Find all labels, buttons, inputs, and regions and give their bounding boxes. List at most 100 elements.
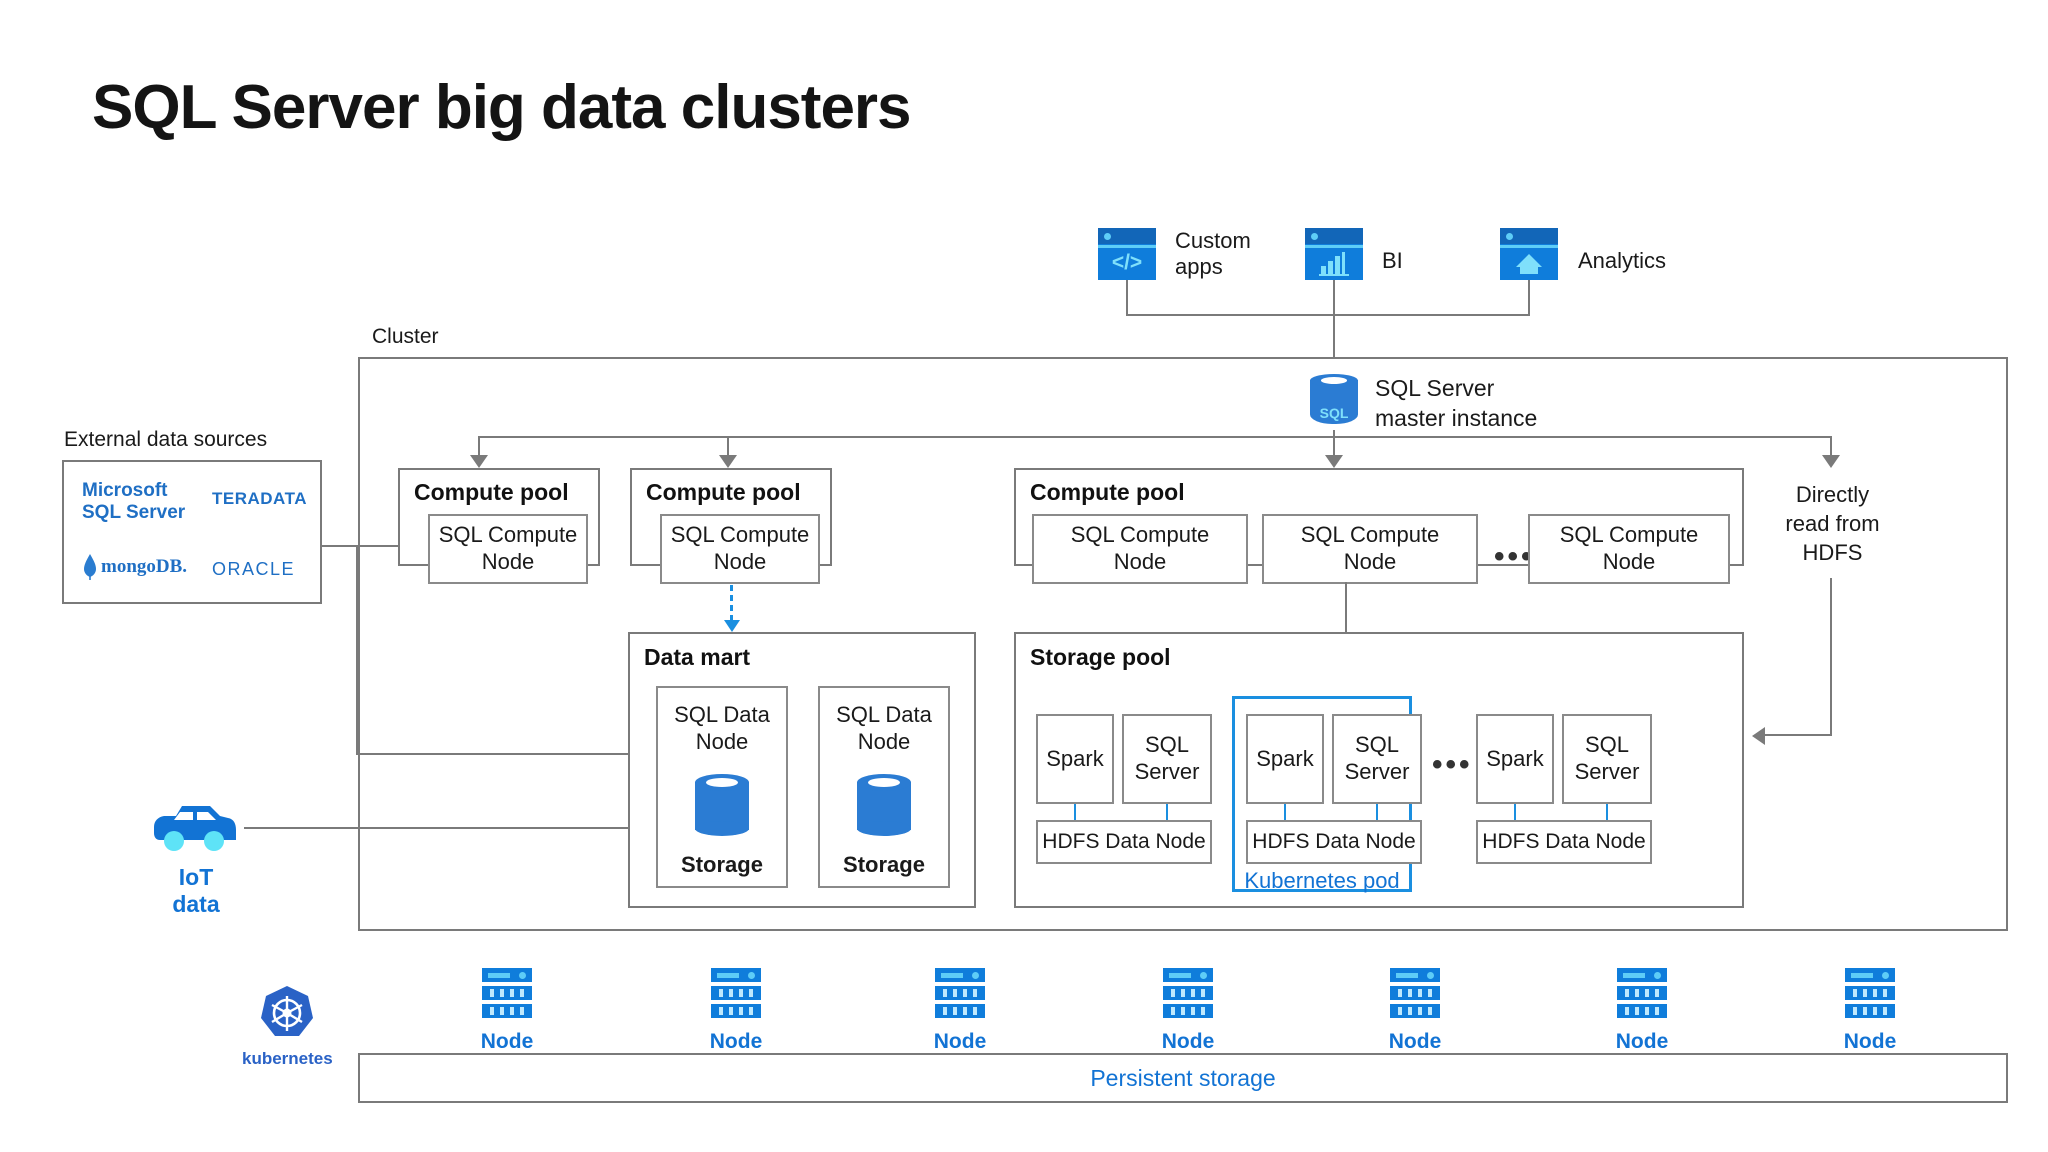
node-label-line1: SQL Compute bbox=[1559, 522, 1699, 548]
mongodb-leaf-icon bbox=[84, 554, 96, 580]
teradata-logo: TERADATA bbox=[212, 489, 307, 508]
iot-data-label: IoT data bbox=[172, 864, 220, 917]
infrastructure-node-2[interactable]: Node bbox=[691, 968, 781, 1054]
storage-group-2-spark[interactable]: Spark bbox=[1246, 714, 1324, 804]
connector-sql2-hdfs bbox=[1376, 804, 1378, 820]
storage-group-1-sqlserver[interactable]: SQL Server bbox=[1122, 714, 1212, 804]
server-rack-icon bbox=[1617, 968, 1667, 1020]
compute-pool-3-node-2[interactable]: SQL Compute Node bbox=[1262, 514, 1478, 584]
storage-group-1-spark[interactable]: Spark bbox=[1036, 714, 1114, 804]
node-label-line2: Node bbox=[713, 549, 767, 574]
connector-sql1-hdfs bbox=[1166, 804, 1168, 820]
external-data-sources-label: External data sources bbox=[64, 428, 268, 451]
arrow-direct-read bbox=[1822, 455, 1840, 468]
sql-master-instance-label: SQL Server master instance bbox=[1375, 374, 1537, 434]
node-label: Node bbox=[1843, 1030, 1897, 1053]
compute-pool-1[interactable]: Compute pool SQL Compute Node bbox=[398, 468, 600, 584]
arrow-compute-pool-1 bbox=[470, 455, 488, 468]
storage-pool-name: Storage pool bbox=[1030, 644, 1171, 670]
spark-label: Spark bbox=[1256, 745, 1314, 771]
server-rack-icon bbox=[1845, 968, 1895, 1020]
consumer-custom-apps[interactable]: </> bbox=[1098, 228, 1156, 280]
node-label-line2: Node bbox=[857, 728, 911, 754]
arrow-compute2-to-datamart bbox=[724, 620, 740, 632]
infrastructure-node-6[interactable]: Node bbox=[1597, 968, 1687, 1054]
microsoft-sql-server-logo: Microsoft SQL Server bbox=[82, 480, 185, 525]
node-label: Node bbox=[1388, 1030, 1442, 1053]
connector-to-compute-pool-2 bbox=[727, 436, 729, 456]
compute-pool-3[interactable]: Compute pool SQL Compute Node SQL Comput… bbox=[1014, 468, 1744, 584]
connector-master-bus bbox=[478, 436, 1830, 438]
mongodb-logo: mongoDB. bbox=[82, 554, 187, 580]
consumer-bi[interactable] bbox=[1305, 228, 1363, 280]
consumer-label-line2: apps bbox=[1175, 254, 1223, 280]
direct-read-line3: HDFS bbox=[1802, 540, 1863, 566]
storage-group-2-sqlserver[interactable]: SQL Server bbox=[1332, 714, 1422, 804]
node-label-line1: SQL Compute bbox=[1070, 522, 1210, 548]
node-label-line2: Node bbox=[695, 728, 749, 754]
code-brackets-glyph: </> bbox=[1111, 251, 1143, 274]
compute-pool-2-node-1[interactable]: SQL Compute Node bbox=[660, 514, 820, 584]
home-glyph bbox=[1500, 246, 1558, 280]
iot-data[interactable]: IoT data bbox=[152, 800, 240, 918]
connector-consumers-bus bbox=[1126, 314, 1530, 316]
kubernetes-logo: kubernetes bbox=[242, 983, 333, 1069]
oracle-logo: ORACLE bbox=[212, 559, 296, 579]
kubernetes-pod-label: Kubernetes pod bbox=[1244, 868, 1400, 893]
arrow-directread-into-storagepool bbox=[1752, 727, 1765, 745]
node-label-line1: SQL Data bbox=[674, 702, 770, 727]
storage-group-3-sqlserver[interactable]: SQL Server bbox=[1562, 714, 1652, 804]
arrow-compute-pool-3 bbox=[1325, 455, 1343, 468]
node-label-line2: Node bbox=[1343, 549, 1397, 574]
connector-to-direct-read bbox=[1830, 436, 1832, 456]
compute-pool-2[interactable]: Compute pool SQL Compute Node bbox=[630, 468, 832, 584]
car-icon bbox=[152, 800, 240, 858]
infrastructure-node-1[interactable]: Node bbox=[462, 968, 552, 1054]
connector-iot-to-datamart bbox=[244, 827, 628, 829]
data-mart[interactable]: Data mart SQL Data Node Storage SQL Data… bbox=[628, 632, 976, 908]
storage-group-2-hdfs[interactable]: HDFS Data Node bbox=[1246, 820, 1422, 864]
bar-chart-icon bbox=[1305, 228, 1363, 280]
server-rack-icon bbox=[711, 968, 761, 1020]
connector-spark3-hdfs bbox=[1514, 804, 1516, 820]
connector-custom-apps-down bbox=[1126, 280, 1128, 316]
sqlserver-line1: SQL bbox=[1354, 732, 1399, 758]
home-svg bbox=[1516, 254, 1542, 274]
page-title: SQL Server big data clusters bbox=[92, 73, 912, 142]
connector-external-to-compute bbox=[322, 545, 408, 547]
hdfs-label: HDFS Data Node bbox=[1252, 830, 1416, 854]
data-mart-node-1-storage-label: Storage bbox=[681, 851, 763, 877]
infrastructure-node-3[interactable]: Node bbox=[915, 968, 1005, 1054]
storage-group-3-spark[interactable]: Spark bbox=[1476, 714, 1554, 804]
node-label: Node bbox=[709, 1030, 763, 1053]
sql-master-line2: master instance bbox=[1375, 404, 1538, 431]
storage-group-3-hdfs[interactable]: HDFS Data Node bbox=[1476, 820, 1652, 864]
node-label-line1: SQL Compute bbox=[438, 522, 578, 548]
ms-logo-line2: SQL Server bbox=[82, 502, 186, 524]
infrastructure-node-5[interactable]: Node bbox=[1370, 968, 1460, 1054]
data-mart-node-2[interactable]: SQL Data Node Storage bbox=[818, 686, 950, 888]
data-mart-name: Data mart bbox=[644, 644, 751, 670]
infrastructure-node-7[interactable]: Node bbox=[1825, 968, 1915, 1054]
consumer-label-line1: Custom bbox=[1175, 228, 1251, 253]
spark-label: Spark bbox=[1046, 745, 1104, 771]
node-label-line2: Node bbox=[1602, 549, 1656, 574]
connector-spark1-hdfs bbox=[1074, 804, 1076, 820]
compute-pool-3-node-3[interactable]: SQL Compute Node bbox=[1528, 514, 1730, 584]
node-label: Node bbox=[933, 1030, 987, 1053]
spark-label: Spark bbox=[1486, 745, 1544, 771]
data-mart-node-1[interactable]: SQL Data Node Storage bbox=[656, 686, 788, 888]
compute-pool-3-name: Compute pool bbox=[1030, 479, 1185, 505]
consumer-bi-label: BI bbox=[1382, 248, 1403, 273]
compute-pool-1-node-1[interactable]: SQL Compute Node bbox=[428, 514, 588, 584]
node-label: Node bbox=[480, 1030, 534, 1053]
bar-chart-svg bbox=[1319, 252, 1349, 276]
consumer-analytics[interactable] bbox=[1500, 228, 1558, 280]
node-label-line1: SQL Compute bbox=[1300, 522, 1440, 548]
persistent-storage-bar[interactable]: Persistent storage bbox=[358, 1053, 2008, 1103]
compute-pool-3-node-1[interactable]: SQL Compute Node bbox=[1032, 514, 1248, 584]
infrastructure-node-4[interactable]: Node bbox=[1143, 968, 1233, 1054]
storage-pool[interactable]: Storage pool Spark SQL Server HDFS Data … bbox=[1014, 632, 1744, 908]
external-data-sources-box[interactable]: Microsoft SQL Server TERADATA mongoDB. O… bbox=[62, 460, 322, 604]
storage-group-1-hdfs[interactable]: HDFS Data Node bbox=[1036, 820, 1212, 864]
